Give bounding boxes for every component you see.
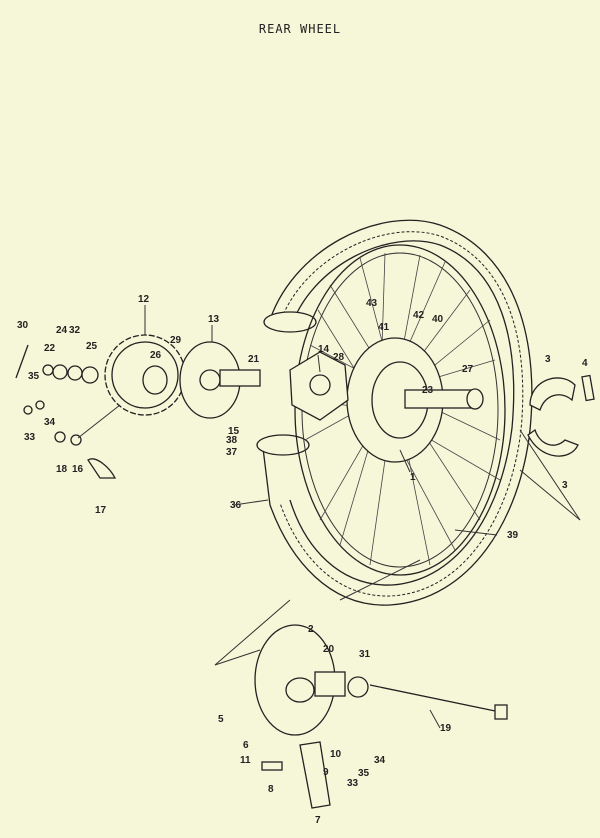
callout-34a: 34 (44, 417, 56, 428)
callout-17: 17 (95, 505, 107, 516)
cush-rubber (289, 351, 349, 421)
tire-cut-end-top (263, 311, 317, 333)
rear-sprocket (104, 334, 186, 416)
brake-cam-lever (261, 741, 331, 809)
callout-33a: 33 (24, 432, 36, 443)
sprocket-flange (179, 341, 261, 419)
callout-30: 30 (17, 320, 29, 331)
callout-4: 4 (582, 358, 588, 369)
callout-9: 9 (323, 767, 329, 778)
callout-20: 20 (323, 644, 335, 655)
callout-23: 23 (422, 385, 434, 396)
callout-24: 24 (56, 325, 68, 336)
callout-15: 15 (228, 426, 240, 437)
callout-22: 22 (44, 343, 56, 354)
callout-19: 19 (440, 723, 452, 734)
leader-lines (77, 305, 581, 729)
left-small-parts (15, 344, 117, 479)
callout-43: 43 (366, 298, 378, 309)
callout-35b: 35 (358, 768, 370, 779)
callout-11: 11 (240, 755, 251, 766)
callouts: 1 2 3 3 4 5 6 7 8 9 10 11 12 13 14 15 16… (17, 294, 588, 826)
brake-panel (254, 624, 508, 736)
callout-27: 27 (462, 364, 474, 375)
callout-7: 7 (315, 815, 321, 826)
callout-16: 16 (72, 464, 84, 475)
callout-13: 13 (208, 314, 220, 325)
callout-34b: 34 (374, 755, 386, 766)
callout-6: 6 (243, 740, 249, 751)
callout-14: 14 (318, 344, 330, 355)
callout-38: 38 (226, 435, 238, 446)
callout-26: 26 (150, 350, 162, 361)
callout-41: 41 (378, 322, 390, 333)
callout-1: 1 (410, 472, 416, 483)
callout-10: 10 (330, 749, 342, 760)
callout-3a: 3 (545, 354, 551, 365)
callout-21: 21 (248, 354, 260, 365)
callout-40: 40 (432, 314, 444, 325)
callout-31: 31 (359, 649, 371, 660)
callout-36: 36 (230, 500, 242, 511)
callout-29: 29 (170, 335, 182, 346)
callout-39: 39 (507, 530, 519, 541)
callout-5: 5 (218, 714, 224, 725)
callout-3b: 3 (562, 480, 568, 491)
brake-shoes (527, 374, 595, 457)
callout-33b: 33 (347, 778, 359, 789)
callout-37: 37 (226, 447, 238, 458)
callout-8: 8 (268, 784, 274, 795)
callout-35a: 35 (28, 371, 40, 382)
callout-25: 25 (86, 341, 98, 352)
tire-cut-end-bottom (256, 434, 310, 456)
callout-28: 28 (333, 352, 345, 363)
callout-32: 32 (69, 325, 81, 336)
page-title: REAR WHEEL (258, 22, 342, 36)
callout-42: 42 (413, 310, 425, 321)
callout-12: 12 (138, 294, 150, 305)
callout-2: 2 (308, 624, 314, 635)
callout-18: 18 (56, 464, 68, 475)
